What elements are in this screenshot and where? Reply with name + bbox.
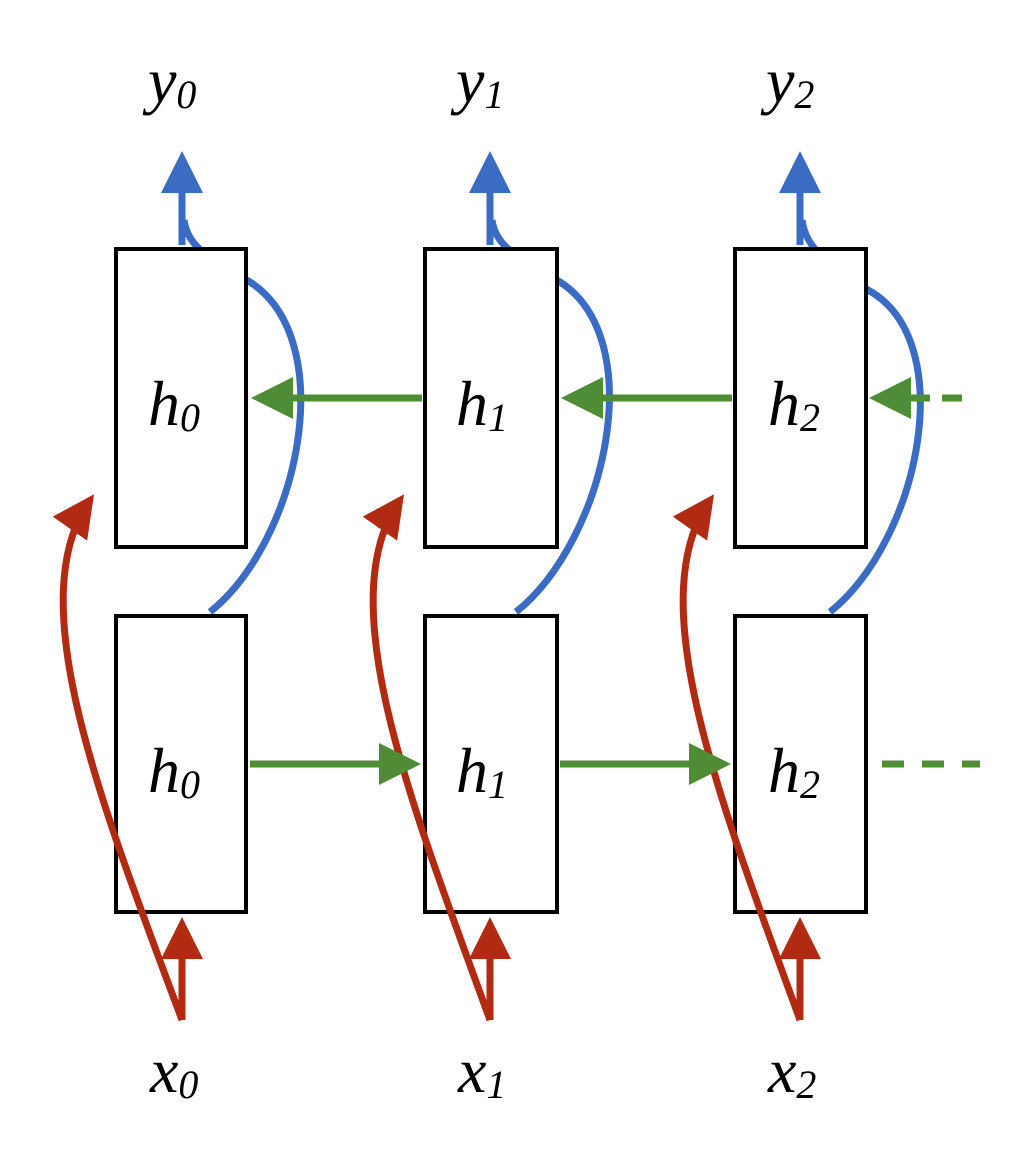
forward-state-box-1 <box>423 614 559 914</box>
input-edge-to-backward-2 <box>672 494 804 1022</box>
output-label-2: y2 <box>760 45 814 117</box>
forward-state-box-0 <box>114 614 248 914</box>
forward-state-label-0: h0 <box>148 735 200 807</box>
forward-state-label-2: h2 <box>768 735 820 807</box>
backward-state-box-1 <box>423 247 559 549</box>
output-label-0: y0 <box>142 45 196 117</box>
forward-state-label-1: h1 <box>456 735 508 807</box>
input-label-2: x2 <box>767 1035 816 1107</box>
backward-state-label-2: h2 <box>768 368 820 440</box>
backward-state-label-0: h0 <box>148 368 200 440</box>
input-edge-to-backward-0 <box>52 494 186 1022</box>
backward-state-label-1: h1 <box>456 368 508 440</box>
backward-state-box-2 <box>733 247 868 549</box>
backward-state-box-0 <box>114 247 248 549</box>
output-label-1: y1 <box>450 45 504 117</box>
input-label-0: x0 <box>149 1035 198 1107</box>
forward-state-box-2 <box>733 614 868 914</box>
input-edge-to-backward-1 <box>362 494 494 1022</box>
input-label-1: x1 <box>457 1035 506 1107</box>
